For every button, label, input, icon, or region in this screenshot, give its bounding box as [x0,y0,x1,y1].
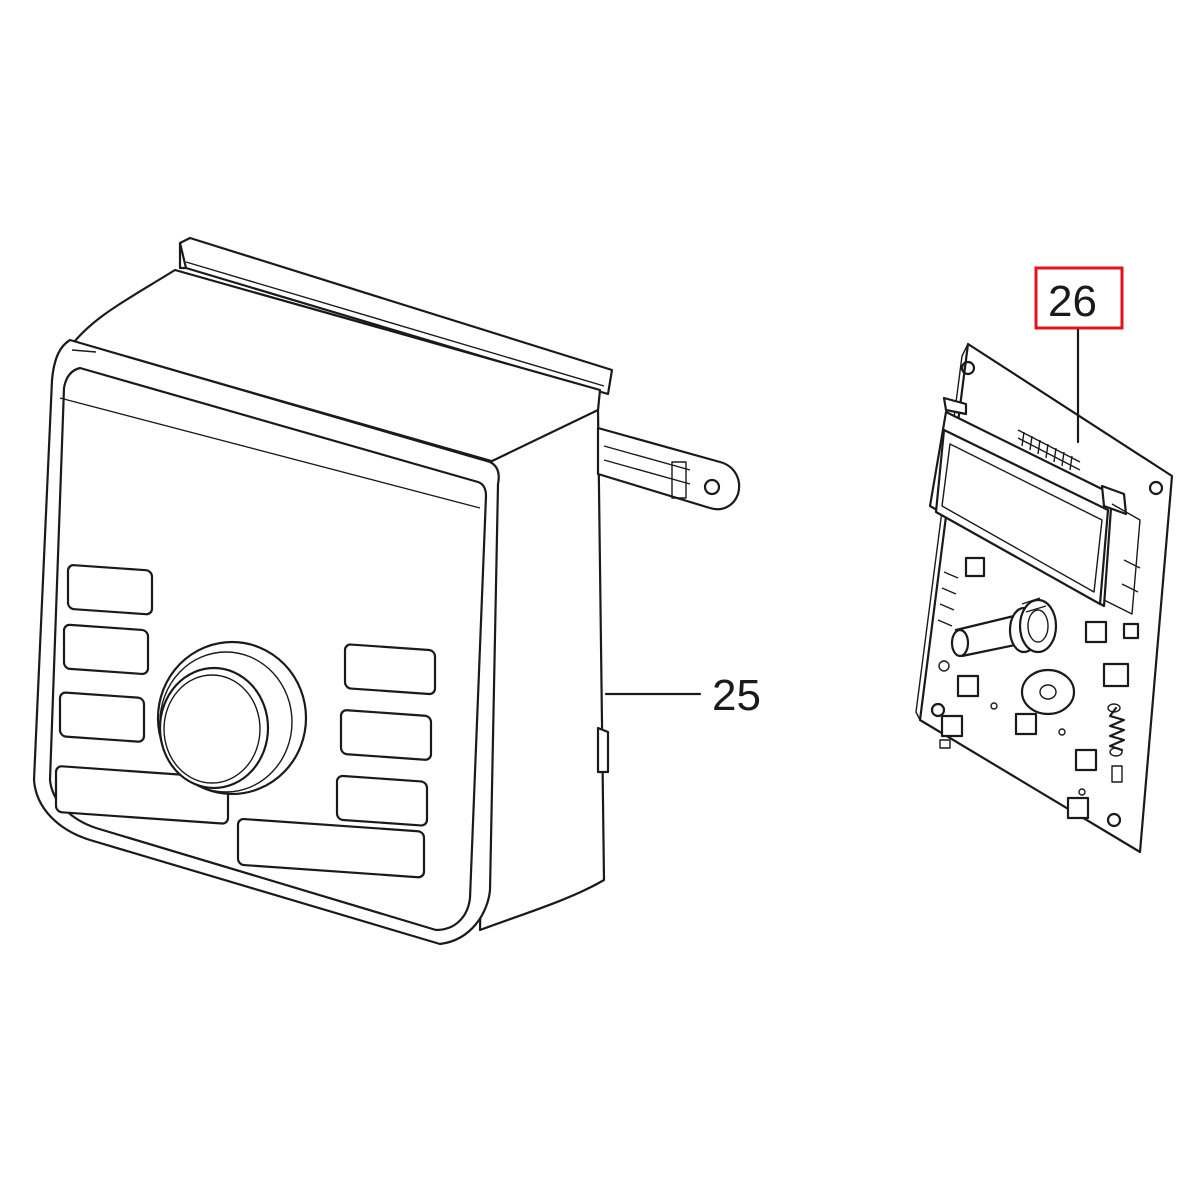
control-panel-housing [32,236,741,946]
callout-label-25: 25 [712,671,761,720]
coil [1107,703,1126,757]
button-wide-left [54,765,230,825]
buzzer [1020,668,1076,716]
button-left-1 [66,564,154,616]
button-right-1 [343,643,437,696]
highlight-box-26 [1034,266,1124,330]
button-right-3 [335,774,429,827]
button-wide-right [236,817,426,879]
lcd-display [928,396,1141,615]
button-left-2 [62,623,150,676]
encoder-shaft [950,597,1058,658]
button-right-2 [339,709,433,761]
button-left-3 [58,691,146,743]
tactile-switches [940,556,1140,820]
circuit-board [915,342,1174,854]
callout-label-26: 26 [1048,277,1097,326]
rotary-knob [156,640,308,796]
